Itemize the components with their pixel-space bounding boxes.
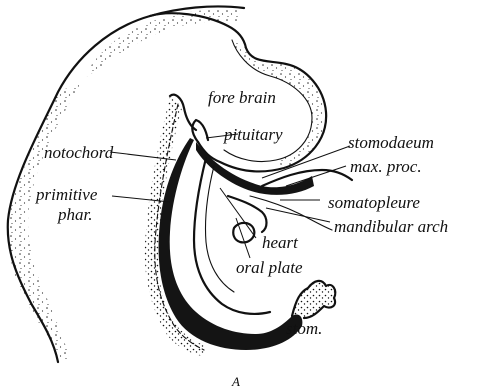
leader-heart: [220, 188, 256, 238]
figure-caption: A: [231, 374, 240, 389]
label-pituitary: pituitary: [223, 125, 283, 144]
label-stomodaeum: stomodaeum: [348, 133, 434, 152]
label-phar: phar.: [57, 205, 92, 224]
pituitary-pouch: [192, 120, 208, 142]
label-stom: stom.: [286, 319, 322, 338]
label-oral-plate: oral plate: [236, 258, 303, 277]
leader-mandibular-arch: [266, 208, 330, 222]
label-fore-brain: fore brain: [208, 88, 276, 107]
stomodaeum-lower-stipple: [292, 281, 335, 318]
label-primitive: primitive: [35, 185, 98, 204]
label-mandibular-arch: mandibular arch: [334, 217, 448, 236]
label-heart: heart: [262, 233, 299, 252]
label-max-proc: max. proc.: [350, 157, 422, 176]
label-somatopleure: somatopleure: [328, 193, 420, 212]
label-notochord: notochord: [44, 143, 114, 162]
leader-max-proc: [286, 166, 346, 186]
ventral-inner-loop-2: [205, 166, 234, 292]
